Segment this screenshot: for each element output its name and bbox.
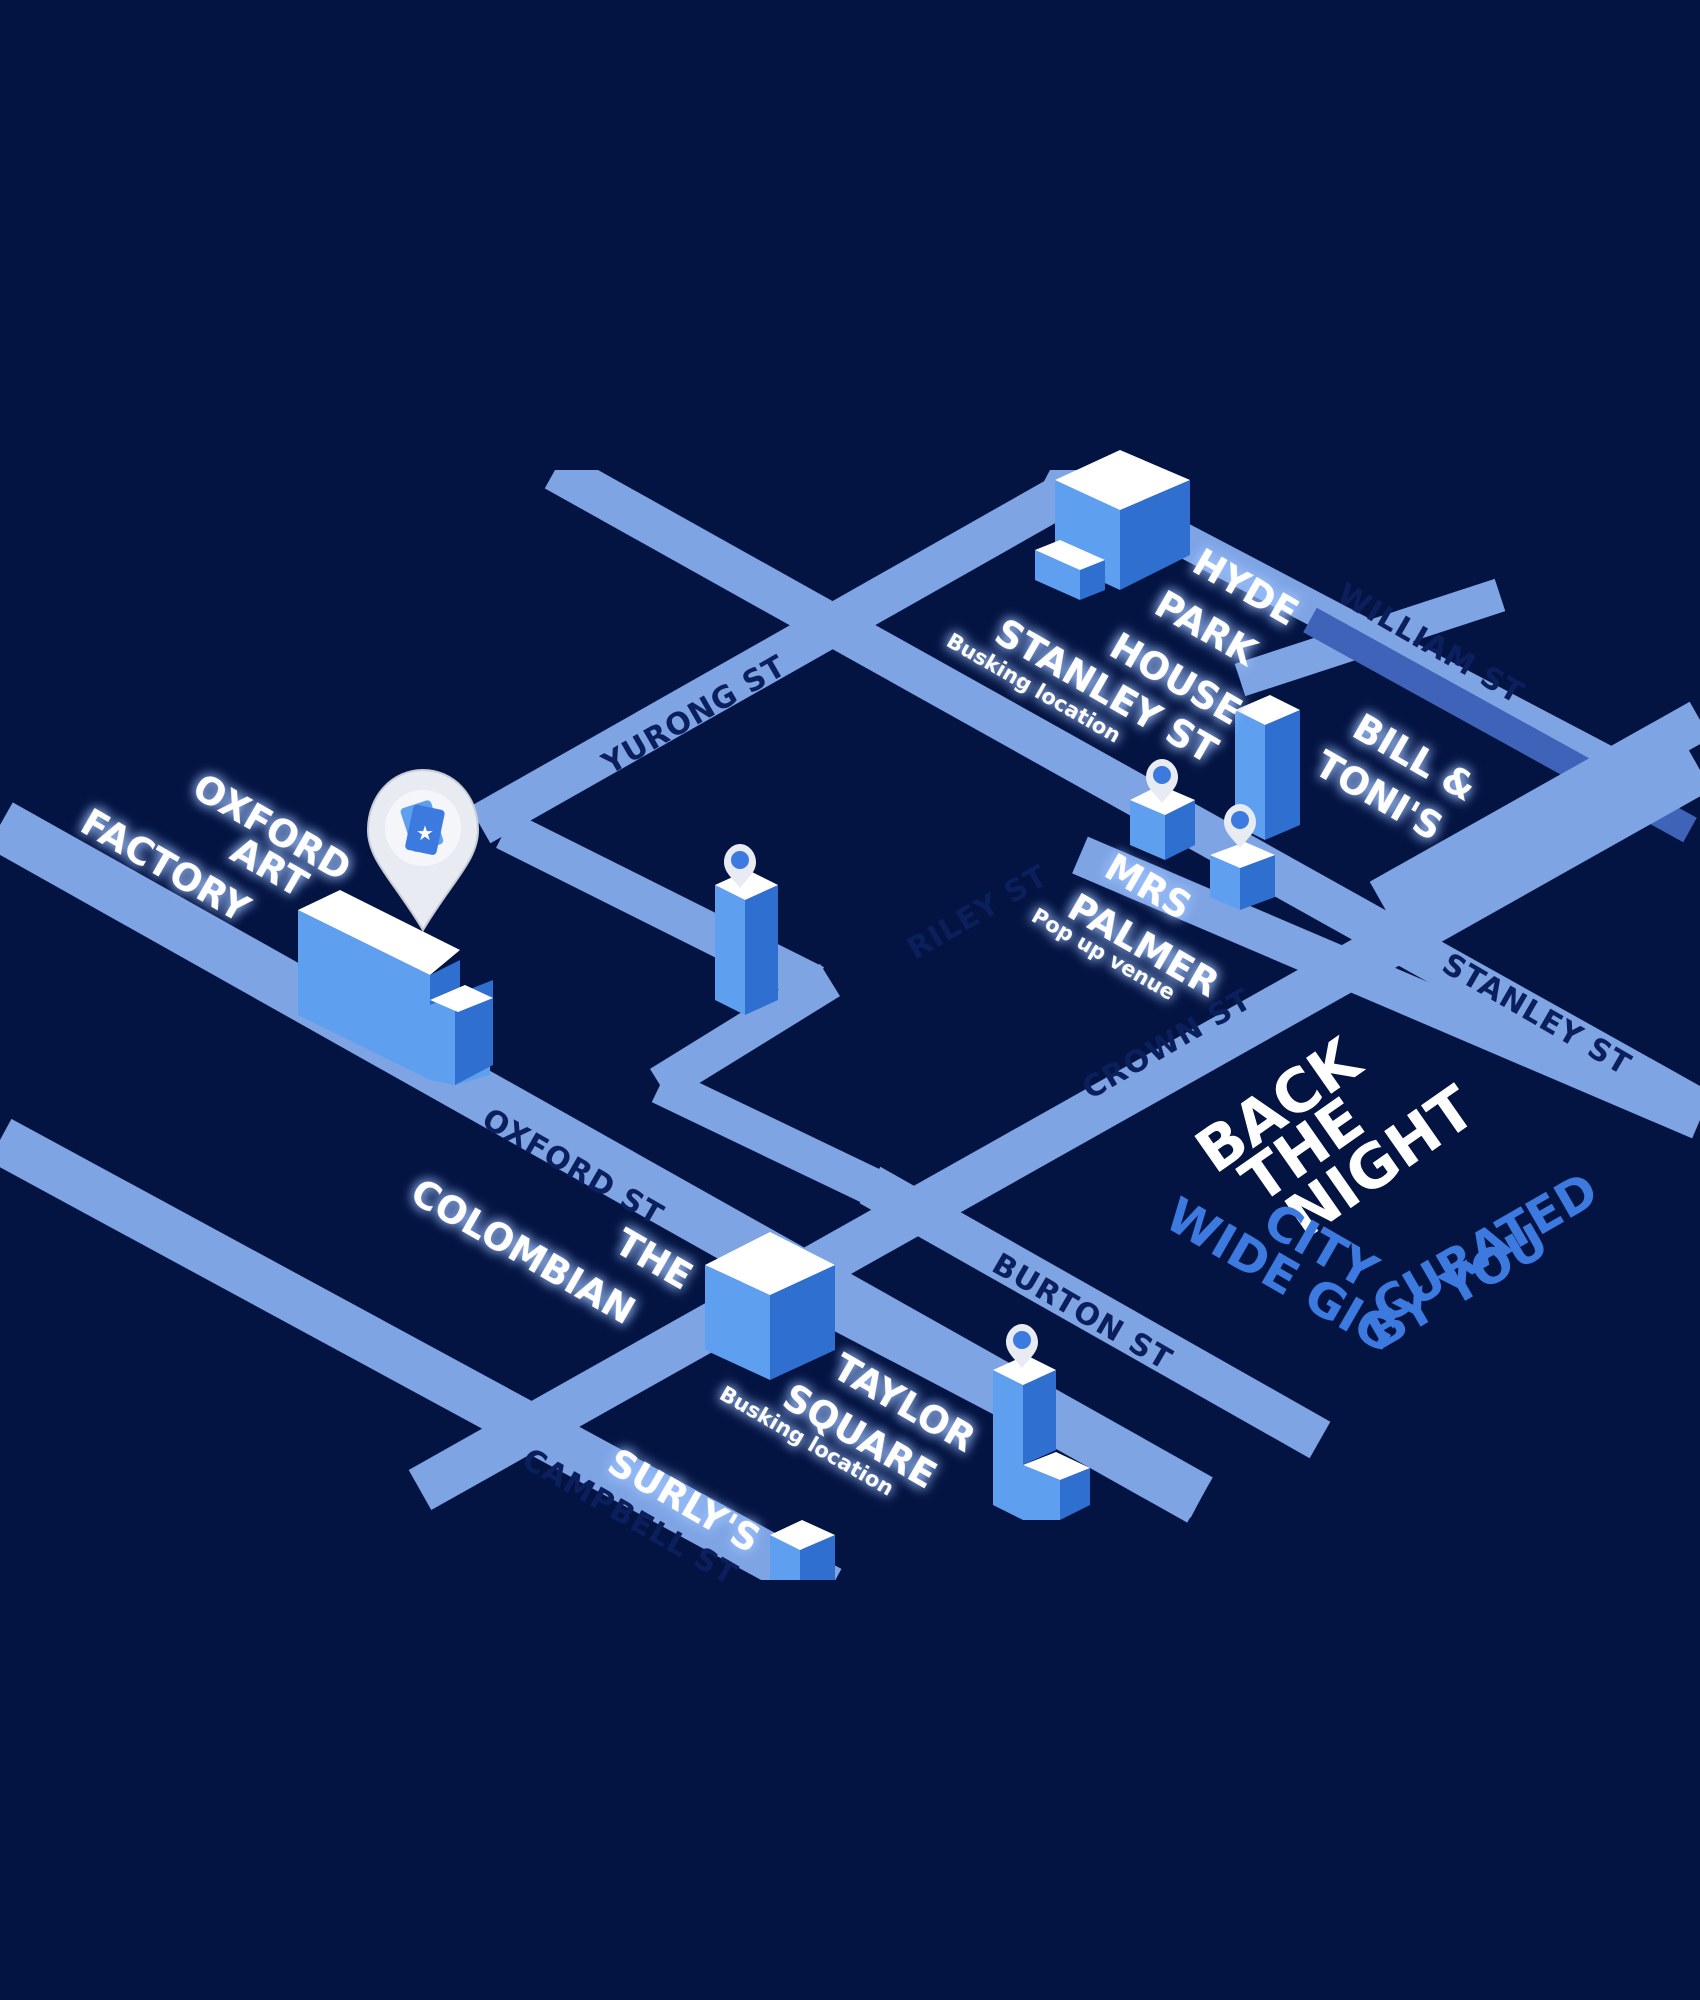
fade-bottom <box>0 1580 1700 2000</box>
building-surlys <box>770 1520 835 1580</box>
building-the-colombian <box>705 1232 835 1380</box>
road-burton <box>859 1166 1331 1459</box>
guitar-pin-icon[interactable] <box>1224 804 1256 848</box>
building-yurong-post <box>715 870 778 1015</box>
roads <box>0 451 1700 1612</box>
guitar-pin-icon[interactable] <box>1006 1324 1038 1368</box>
svg-text:★: ★ <box>416 821 434 845</box>
street-riley: RILEY ST <box>902 859 1055 967</box>
street-yurong: YURONG ST <box>596 649 793 783</box>
road-top-diagonal <box>544 451 1700 1129</box>
road-far-right <box>1369 701 1700 919</box>
fade-bottom-left <box>0 1480 420 1580</box>
guitar-pin-icon[interactable] <box>724 844 756 888</box>
road-riley <box>408 749 1700 1511</box>
guitar-pin-icon[interactable] <box>1146 759 1178 803</box>
road-upper-cross <box>469 466 1091 844</box>
building-oxford-art-factory <box>298 890 493 1085</box>
buildings <box>298 450 1300 1580</box>
building-taylor-square <box>993 1355 1090 1520</box>
road-inner-left <box>650 963 840 1102</box>
road-inner-bottom <box>651 1067 909 1218</box>
brand-logo: BACK THE NIGHT CITY WIDE GIG CURATED BY … <box>1156 1024 1607 1364</box>
venue-bill-tonis[interactable]: BILL & TONI'S <box>1308 706 1484 850</box>
road-stanley-lower <box>1072 836 1700 1139</box>
fade-top <box>0 340 1700 470</box>
building-stanley-pin-base <box>1210 842 1275 910</box>
ticket-pin-icon[interactable]: ★ <box>366 768 480 932</box>
road-taylor <box>770 1262 1210 1518</box>
road-campbell <box>0 1118 842 1612</box>
building-hyde-park <box>1035 450 1190 600</box>
